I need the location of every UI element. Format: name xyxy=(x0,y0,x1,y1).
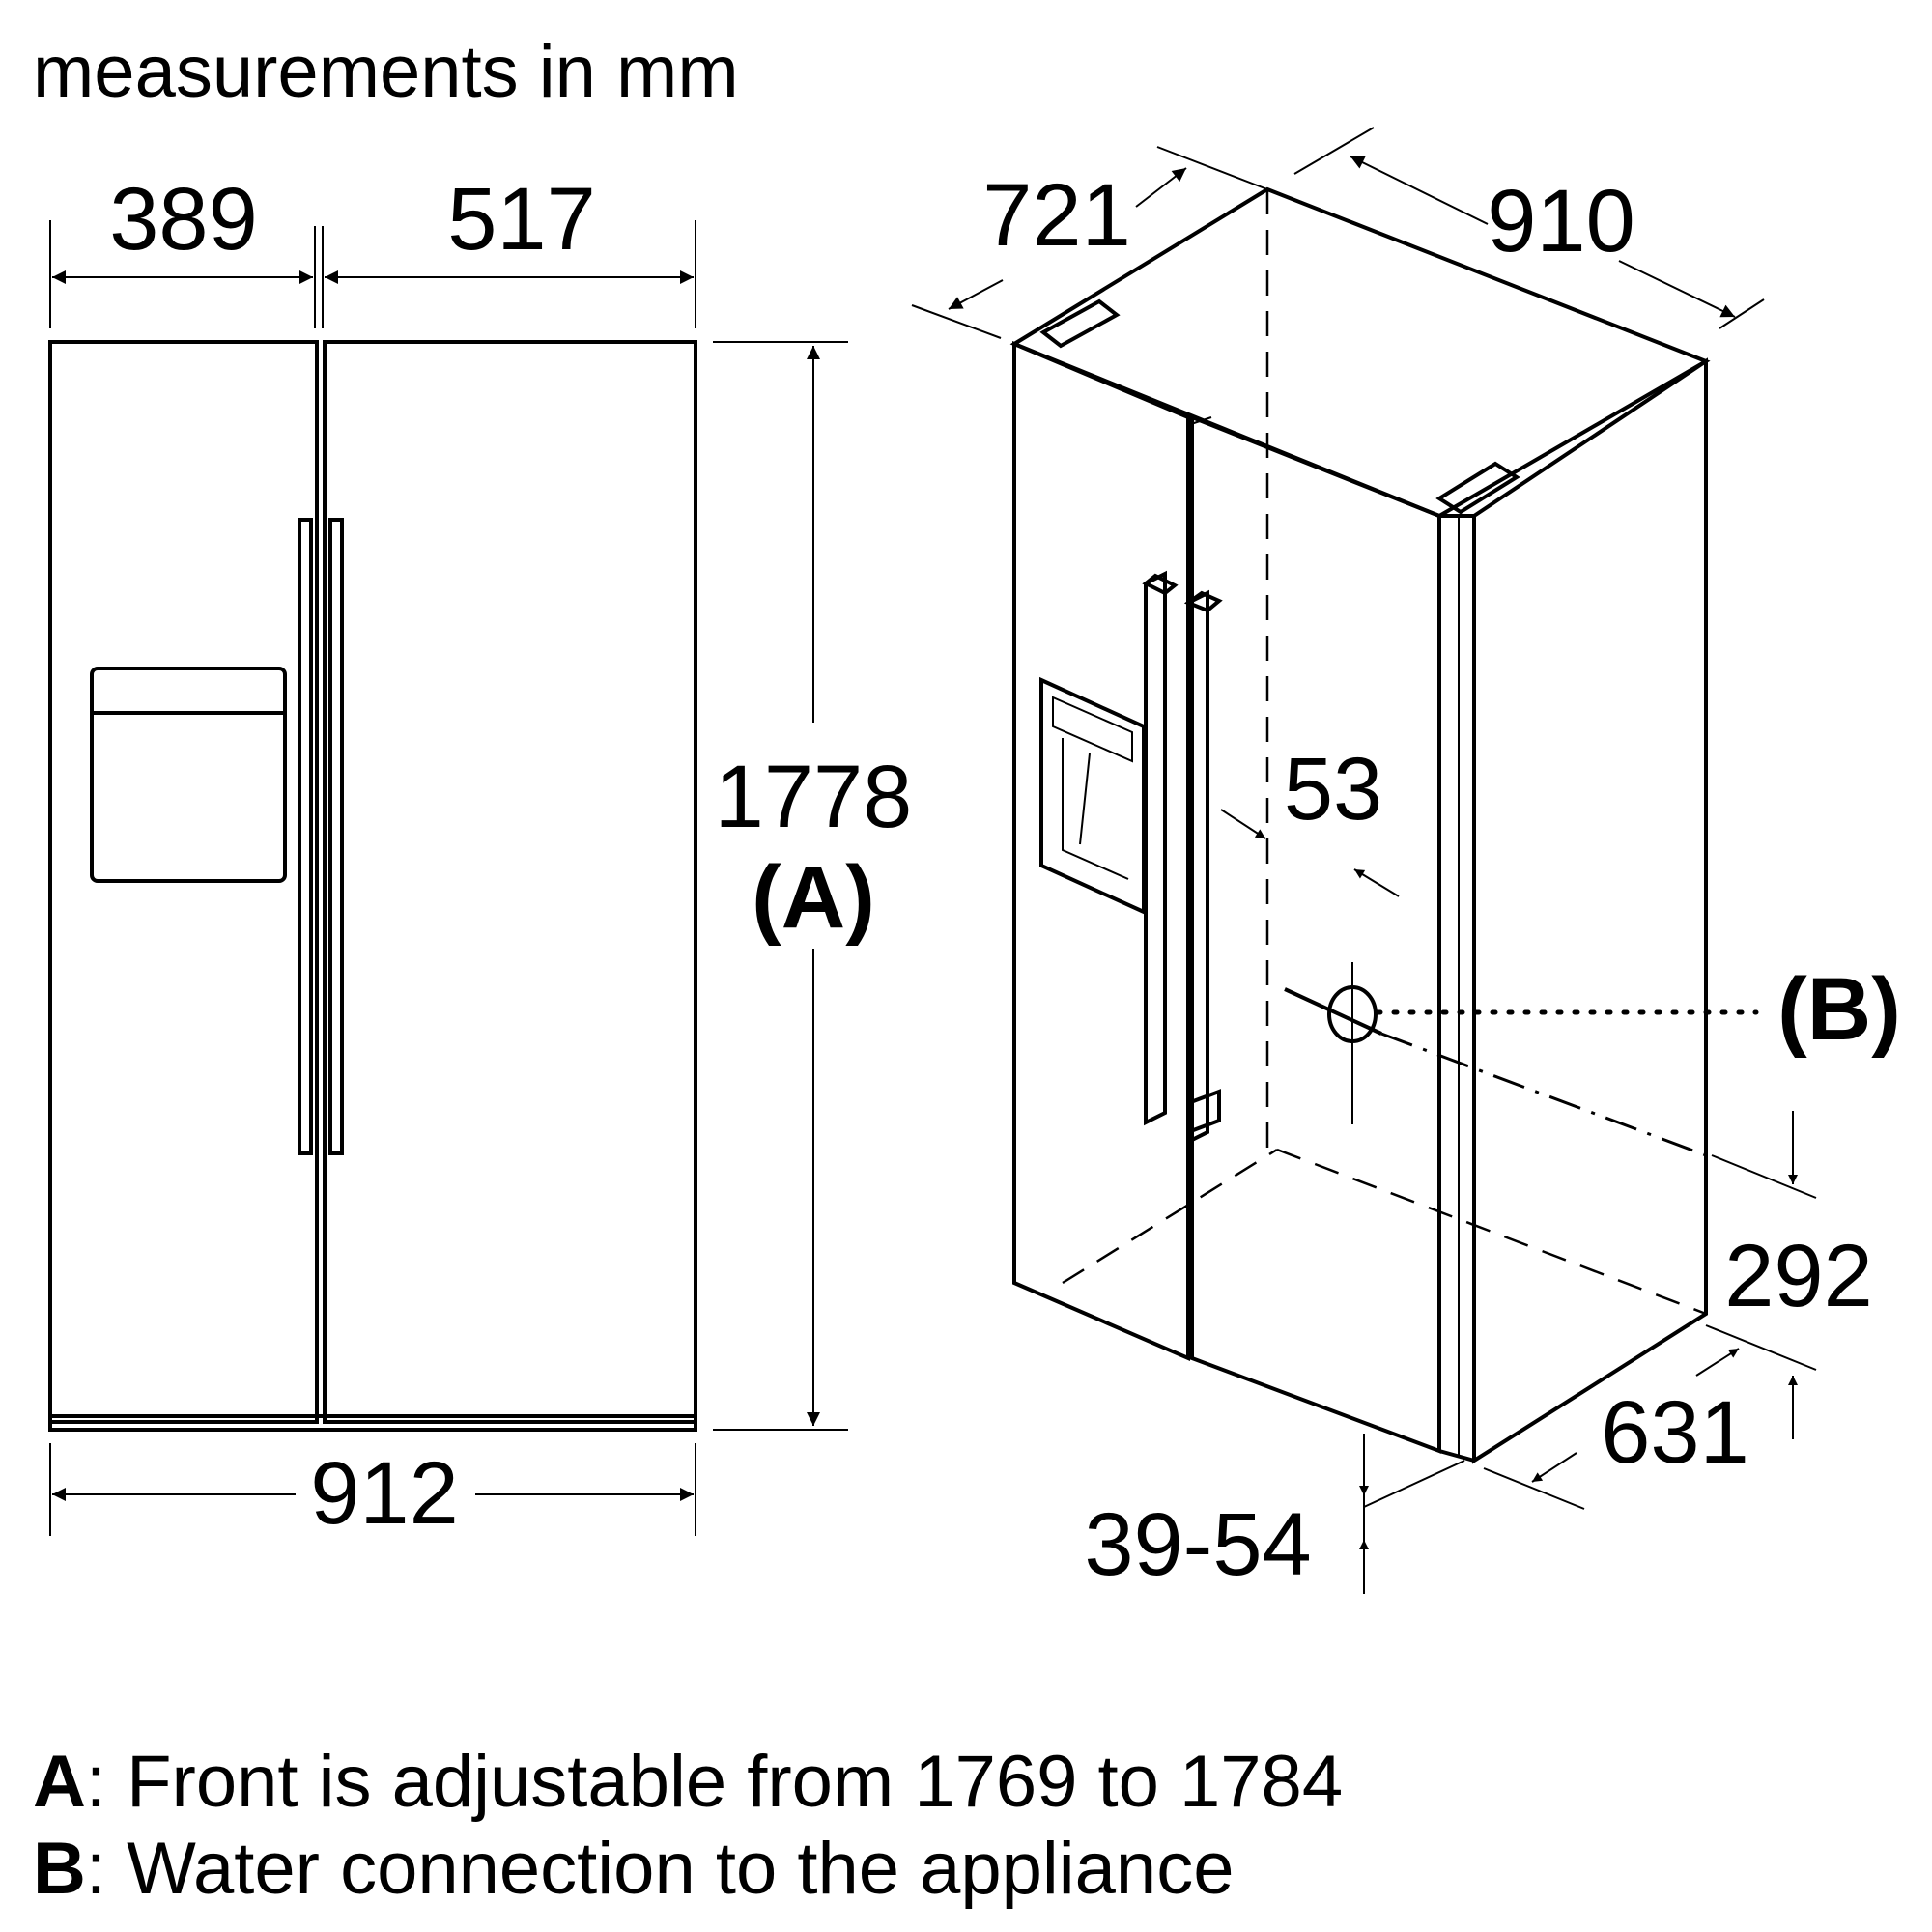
freezer-handle xyxy=(298,518,313,1155)
freezer-door xyxy=(48,340,319,1424)
freezer-door-3d xyxy=(1012,340,1190,1362)
fridge-door-3d xyxy=(1190,414,1441,1454)
front-view: 389 517 1778 (A) 912 xyxy=(48,170,913,1543)
depth-with-doors-label: 721 xyxy=(982,166,1131,265)
note-a-text: : Front is adjustable from 1769 to 1784 xyxy=(86,1741,1343,1823)
units-header: measurements in mm xyxy=(33,31,739,113)
total-width-label: 912 xyxy=(310,1444,459,1543)
height-label: 1778 xyxy=(715,748,913,846)
inset-label: 53 xyxy=(1284,740,1382,838)
note-b-key: B xyxy=(33,1828,86,1910)
water-marker: (B) xyxy=(1777,960,1901,1059)
fridge-door xyxy=(323,340,697,1424)
water-dispenser xyxy=(90,667,287,883)
note-a: A: Front is adjustable from 1769 to 1784 xyxy=(33,1741,1343,1823)
door-gap-label: 39-54 xyxy=(1084,1495,1311,1594)
water-height-label: 292 xyxy=(1724,1227,1873,1325)
top-hinge-left xyxy=(1039,298,1121,349)
iso-view: 721 910 53 (B) 292 631 39-54 xyxy=(911,127,1901,1594)
freezer-handle-3d xyxy=(1144,570,1167,1126)
freezer-width-label: 389 xyxy=(109,170,258,269)
fridge-handle xyxy=(328,518,344,1155)
iso-width-label: 910 xyxy=(1487,172,1635,270)
note-a-key: A xyxy=(33,1741,86,1823)
top-hinge-right xyxy=(1435,461,1520,515)
fridge-handle-3d xyxy=(1186,589,1209,1146)
body-depth-label: 631 xyxy=(1601,1383,1749,1482)
note-b: B: Water connection to the appliance xyxy=(33,1828,1234,1910)
note-b-text: : Water connection to the appliance xyxy=(86,1828,1235,1910)
cabinet-side xyxy=(1472,357,1708,1464)
notes: A: Front is adjustable from 1769 to 1784… xyxy=(33,1741,1343,1910)
height-marker: (A) xyxy=(752,848,875,947)
base-plinth xyxy=(48,1414,697,1432)
fridge-width-label: 517 xyxy=(447,170,596,269)
